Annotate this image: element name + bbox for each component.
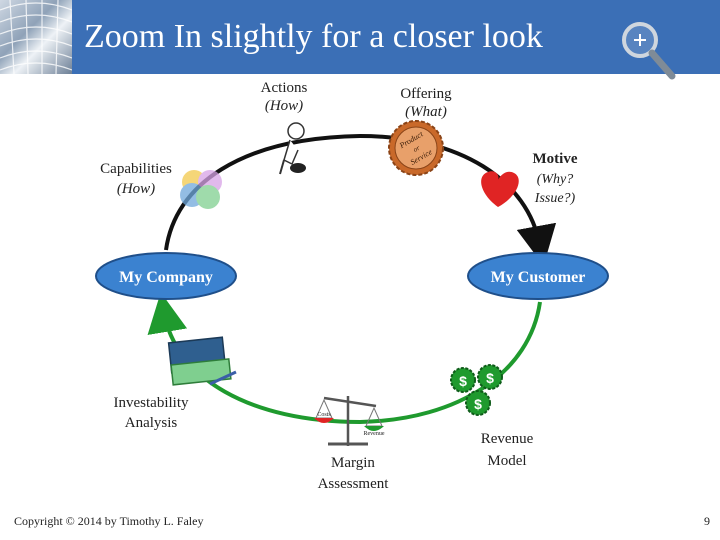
investability-label-1: Investability xyxy=(114,395,189,411)
slide-header: Zoom In slightly for a closer look xyxy=(0,0,720,74)
revenue-label-1: Revenue xyxy=(481,431,534,447)
money-coins-icon: $ $ $ xyxy=(450,364,503,416)
scale-costs-label: Costs xyxy=(317,412,331,418)
balance-scale-icon: Costs Revenue xyxy=(314,396,385,446)
my-company-node xyxy=(95,252,237,300)
svg-text:$: $ xyxy=(459,373,467,389)
revenue-label-2: Model xyxy=(487,453,526,469)
offering-label: Offering xyxy=(400,86,452,102)
capabilities-label: Capabilities xyxy=(100,161,172,177)
heart-icon xyxy=(481,171,519,207)
actions-sub-label: (How) xyxy=(265,98,303,114)
business-model-cycle-diagram: My Company My Customer Actions (How) Off… xyxy=(95,80,609,492)
magnifier-icon xyxy=(622,22,676,80)
slide-title: Zoom In slightly for a closer look xyxy=(84,18,543,55)
laptop-checkbook-icon xyxy=(167,336,237,386)
top-cycle-arrow xyxy=(164,133,557,266)
my-customer-node xyxy=(467,252,609,300)
badge-or: or xyxy=(412,144,422,154)
my-customer-label: My Customer xyxy=(491,269,586,286)
investability-label-2: Analysis xyxy=(125,415,178,431)
svg-text:$: $ xyxy=(486,370,494,386)
header-building-photo xyxy=(0,0,72,74)
margin-label-2: Assessment xyxy=(318,476,390,492)
offering-sub-label: (What) xyxy=(405,104,447,120)
product-service-badge: Product or Service xyxy=(388,120,444,176)
margin-label-1: Margin xyxy=(331,455,375,471)
capabilities-sub-label: (How) xyxy=(117,181,155,197)
motive-sub-label-2: Issue?) xyxy=(534,191,576,206)
capabilities-venn-icon xyxy=(180,170,222,209)
footer-copyright: Copyright © 2014 by Timothy L. Faley xyxy=(14,514,204,528)
motive-sub-label-1: (Why? xyxy=(537,172,574,187)
svg-text:$: $ xyxy=(474,396,482,412)
actions-label: Actions xyxy=(261,80,308,96)
motive-label: Motive xyxy=(533,151,578,167)
person-at-desk-icon xyxy=(279,122,306,175)
page-number: 9 xyxy=(704,514,710,528)
my-company-label: My Company xyxy=(119,269,213,286)
scale-revenue-label: Revenue xyxy=(364,431,385,437)
